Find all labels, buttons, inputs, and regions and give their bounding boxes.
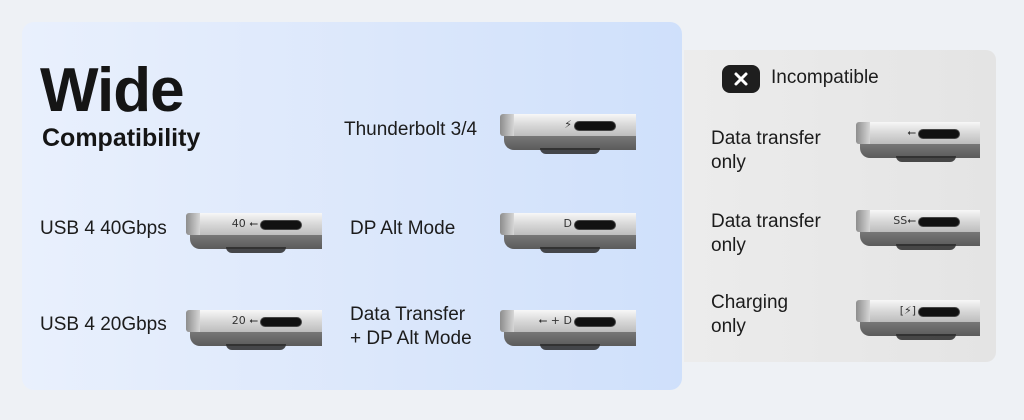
heading-subtitle: Compatibility — [42, 124, 201, 152]
port-incompat-charging: [⚡] — [856, 298, 980, 340]
close-icon — [722, 65, 760, 93]
label-thunderbolt: Thunderbolt 3/4 — [344, 119, 478, 140]
label-usb4-20: USB 4 20Gbps — [40, 314, 167, 335]
label-usb4-40: USB 4 40Gbps — [40, 218, 167, 239]
port-incompat-data-2: SS⭠ — [856, 208, 980, 250]
usb-c-slot — [260, 220, 302, 230]
displayport-icon: D — [563, 217, 572, 230]
port-thunderbolt: ⚡ — [500, 112, 636, 154]
label-incompat-data-2: Data transfer only — [711, 211, 821, 256]
usb-c-slot — [574, 121, 616, 131]
heading-title: Wide — [40, 56, 185, 125]
label-data-dp: Data Transfer + DP Alt Mode — [350, 304, 472, 349]
label-dp-alt: DP Alt Mode — [350, 218, 456, 239]
thunderbolt-icon: ⚡ — [564, 118, 572, 131]
usb-icon: 20 ⭠ — [231, 314, 258, 327]
port-usb4-40: 40 ⭠ — [186, 211, 322, 253]
usb-c-slot — [918, 307, 960, 317]
usb-c-slot — [574, 317, 616, 327]
port-usb4-20: 20 ⭠ — [186, 308, 322, 350]
battery-charging-icon: [⚡] — [899, 304, 916, 317]
label-incompat-data-1: Data transfer only — [711, 128, 821, 173]
incompatible-header: Incompatible — [771, 67, 879, 88]
usb-icon: 40 ⭠ — [231, 217, 258, 230]
usb-c-slot — [574, 220, 616, 230]
usb-c-slot — [260, 317, 302, 327]
usb-displayport-icon: ⭠ + D — [538, 314, 572, 327]
usb-c-slot — [918, 129, 960, 139]
usb-c-slot — [918, 217, 960, 227]
port-dp-alt: D — [500, 211, 636, 253]
usb-icon: ⭠ — [907, 126, 916, 139]
usb-superspeed-icon: SS⭠ — [893, 214, 916, 227]
label-incompat-charging: Charging only — [711, 292, 789, 337]
port-data-dp: ⭠ + D — [500, 308, 636, 350]
port-incompat-data-1: ⭠ — [856, 120, 980, 162]
